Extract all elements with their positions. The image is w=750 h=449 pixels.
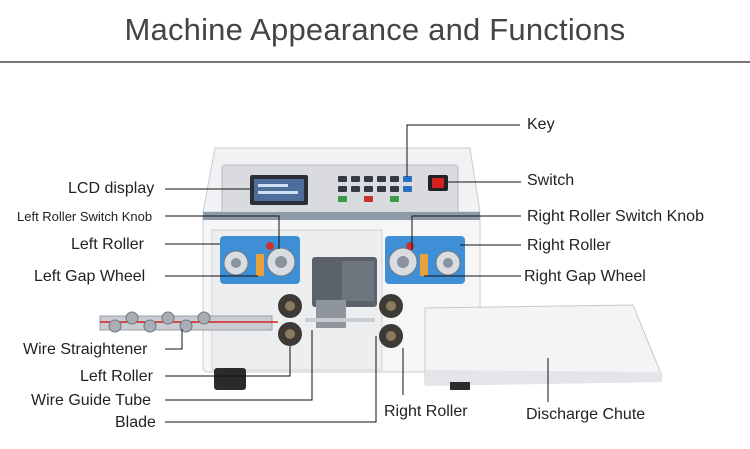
label-lcd-display: LCD display [68,180,155,197]
label-right-roller-switch-knob: Right Roller Switch Knob [527,208,704,225]
label-key: Key [527,116,555,133]
wire-guide-tube [305,318,375,322]
leader-lines [165,124,549,423]
machine-foot [214,368,246,390]
label-switch: Switch [527,172,575,189]
blade-motor [312,257,377,328]
left-rollers [278,294,302,346]
keypad [338,176,412,202]
right-control-panel [385,236,465,284]
label-right-roller-lower: Right Roller [384,403,468,420]
label-left-roller-upper: Left Roller [71,236,144,253]
page-title: Machine Appearance and Functions [124,12,626,47]
label-wire-guide-tube: Wire Guide Tube [31,392,152,409]
wire-straightener [99,311,278,333]
power-switch [428,175,448,191]
label-left-roller-switch-knob: Left Roller Switch Knob [17,209,153,224]
left-control-panel [220,236,300,284]
label-left-roller-lower: Left Roller [80,368,153,385]
lcd-screen [250,175,308,205]
label-left-gap-wheel: Left Gap Wheel [34,268,146,285]
label-right-roller-upper: Right Roller [527,237,611,254]
label-wire-straightener: Wire Straightener [23,341,148,358]
title-divider [0,61,750,63]
label-blade: Blade [115,414,156,431]
label-discharge-chute: Discharge Chute [526,406,646,423]
right-rollers [379,294,403,348]
label-right-gap-wheel: Right Gap Wheel [524,268,646,285]
discharge-chute [424,304,663,390]
